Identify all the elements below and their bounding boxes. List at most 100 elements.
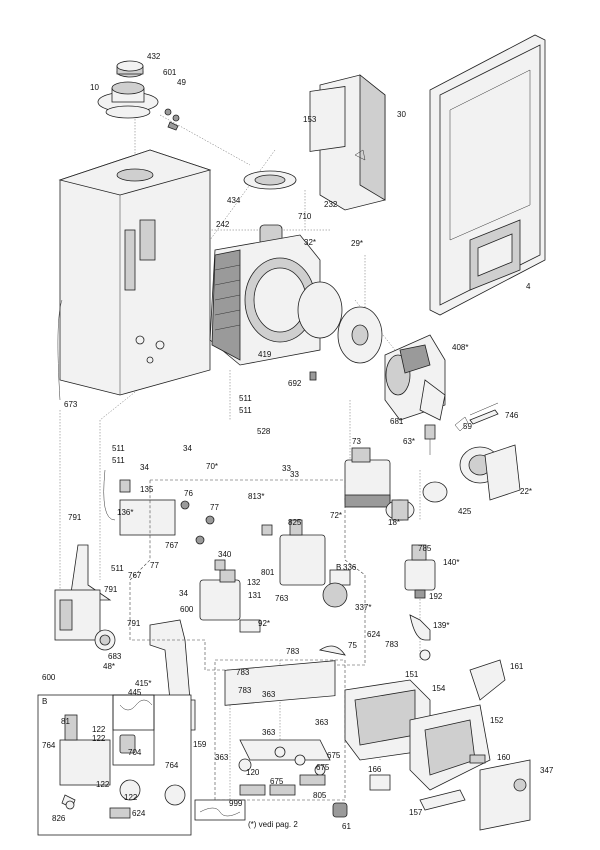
heat-exchanger bbox=[209, 170, 383, 381]
part-label: 675 bbox=[316, 763, 330, 772]
fan-22 bbox=[422, 444, 521, 503]
part-label: 764 bbox=[165, 761, 179, 770]
part-label: 154 bbox=[432, 684, 446, 693]
front-casing bbox=[429, 34, 546, 316]
part-label: 34 bbox=[183, 444, 192, 453]
part-label: 18* bbox=[388, 518, 400, 527]
part-label: 22* bbox=[520, 487, 532, 496]
part-label: 675 bbox=[270, 777, 284, 786]
part-label: 601 bbox=[163, 68, 177, 77]
part-label: 122 bbox=[124, 793, 138, 802]
part-label: 153 bbox=[303, 115, 317, 124]
part-label: 10 bbox=[90, 83, 99, 92]
inset-999 bbox=[194, 799, 246, 821]
part-label: 801 bbox=[261, 568, 275, 577]
part-label: 76 bbox=[184, 489, 193, 498]
part-label: 791 bbox=[68, 513, 82, 522]
part-label: 432 bbox=[147, 52, 161, 61]
part-label: 624 bbox=[132, 809, 146, 818]
part-label: 70* bbox=[206, 462, 218, 471]
part-label: 783 bbox=[238, 686, 252, 695]
part-label: 692 bbox=[288, 379, 302, 388]
part-label: 825 bbox=[288, 518, 302, 527]
part-label: 77 bbox=[210, 503, 219, 512]
part-label: 151 bbox=[405, 670, 419, 679]
part-label: 140* bbox=[443, 558, 459, 567]
part-label: 92* bbox=[258, 619, 270, 628]
part-label: 166 bbox=[368, 765, 382, 774]
part-label: 805 bbox=[313, 791, 327, 800]
part-label: 48* bbox=[103, 662, 115, 671]
part-label: 232 bbox=[324, 200, 338, 209]
part-label: 59 bbox=[463, 422, 472, 431]
part-label: 192 bbox=[429, 592, 443, 601]
part-label: 783 bbox=[385, 640, 399, 649]
part-label: 81 bbox=[61, 717, 70, 726]
part-label: 34 bbox=[179, 589, 188, 598]
part-label: 764 bbox=[42, 741, 56, 750]
part-label: 600 bbox=[180, 605, 194, 614]
part-label: 746 bbox=[505, 411, 519, 420]
connection-block bbox=[214, 645, 346, 801]
part-label: 813* bbox=[248, 492, 264, 501]
part-label: 425 bbox=[458, 507, 472, 516]
part-label: 415* bbox=[135, 679, 151, 688]
part-label: 624 bbox=[367, 630, 381, 639]
part-label: 791 bbox=[104, 585, 118, 594]
part-label: 434 bbox=[227, 196, 241, 205]
part-label: 999 bbox=[229, 799, 243, 808]
footnote: (*) vedi pag. 2 bbox=[248, 820, 298, 829]
part-label: 122 bbox=[92, 734, 106, 743]
gas-valve bbox=[344, 447, 415, 521]
part-label: 600 bbox=[42, 673, 56, 682]
burner-fan-408 bbox=[384, 334, 446, 421]
part-label: 675 bbox=[327, 751, 341, 760]
part-label: 767 bbox=[165, 541, 179, 550]
flue-adapter-group bbox=[97, 60, 180, 131]
part-label: 135 bbox=[140, 485, 154, 494]
part-label: 30 bbox=[397, 110, 406, 119]
part-label: 72* bbox=[330, 511, 342, 520]
part-label: 33 bbox=[282, 464, 291, 473]
part-label: 511 bbox=[239, 394, 252, 403]
part-label: 120 bbox=[246, 768, 260, 777]
part-label: 160 bbox=[497, 753, 511, 762]
hydraulic-group bbox=[129, 479, 366, 671]
part-label: 673 bbox=[64, 400, 78, 409]
part-label: 157 bbox=[409, 808, 423, 817]
part-label: 511 bbox=[239, 406, 252, 415]
electronics bbox=[332, 659, 531, 831]
part-label: 763 bbox=[275, 594, 289, 603]
part-label: B bbox=[336, 563, 341, 572]
pump-140 bbox=[404, 544, 436, 661]
part-label: 4 bbox=[526, 282, 531, 291]
bracket-161 bbox=[469, 659, 506, 701]
part-label: 132 bbox=[247, 578, 261, 587]
part-label: 363 bbox=[262, 690, 276, 699]
part-label: 77 bbox=[150, 561, 159, 570]
part-label: 159 bbox=[193, 740, 207, 749]
part-label: 122 bbox=[96, 780, 110, 789]
part-label: 73 bbox=[352, 437, 361, 446]
part-label: 347 bbox=[540, 766, 554, 775]
part-label: 29* bbox=[351, 239, 363, 248]
part-label: 75 bbox=[348, 641, 357, 650]
part-label: 139* bbox=[433, 621, 449, 630]
part-label: 340 bbox=[218, 550, 232, 559]
part-label: B bbox=[42, 697, 47, 706]
part-label: 785 bbox=[418, 544, 432, 553]
part-label: 511 bbox=[111, 564, 124, 573]
part-label: 445 bbox=[128, 688, 142, 697]
electrodes bbox=[424, 402, 499, 455]
part-label: 783 bbox=[286, 647, 300, 656]
part-label: 363 bbox=[315, 718, 329, 727]
part-label: 528 bbox=[257, 427, 271, 436]
part-label: 408* bbox=[452, 343, 468, 352]
part-label: 61 bbox=[342, 822, 351, 831]
inset-b bbox=[37, 694, 192, 836]
part-label: 242 bbox=[216, 220, 230, 229]
part-label: 363 bbox=[215, 753, 229, 762]
part-label: 511 bbox=[112, 444, 125, 453]
